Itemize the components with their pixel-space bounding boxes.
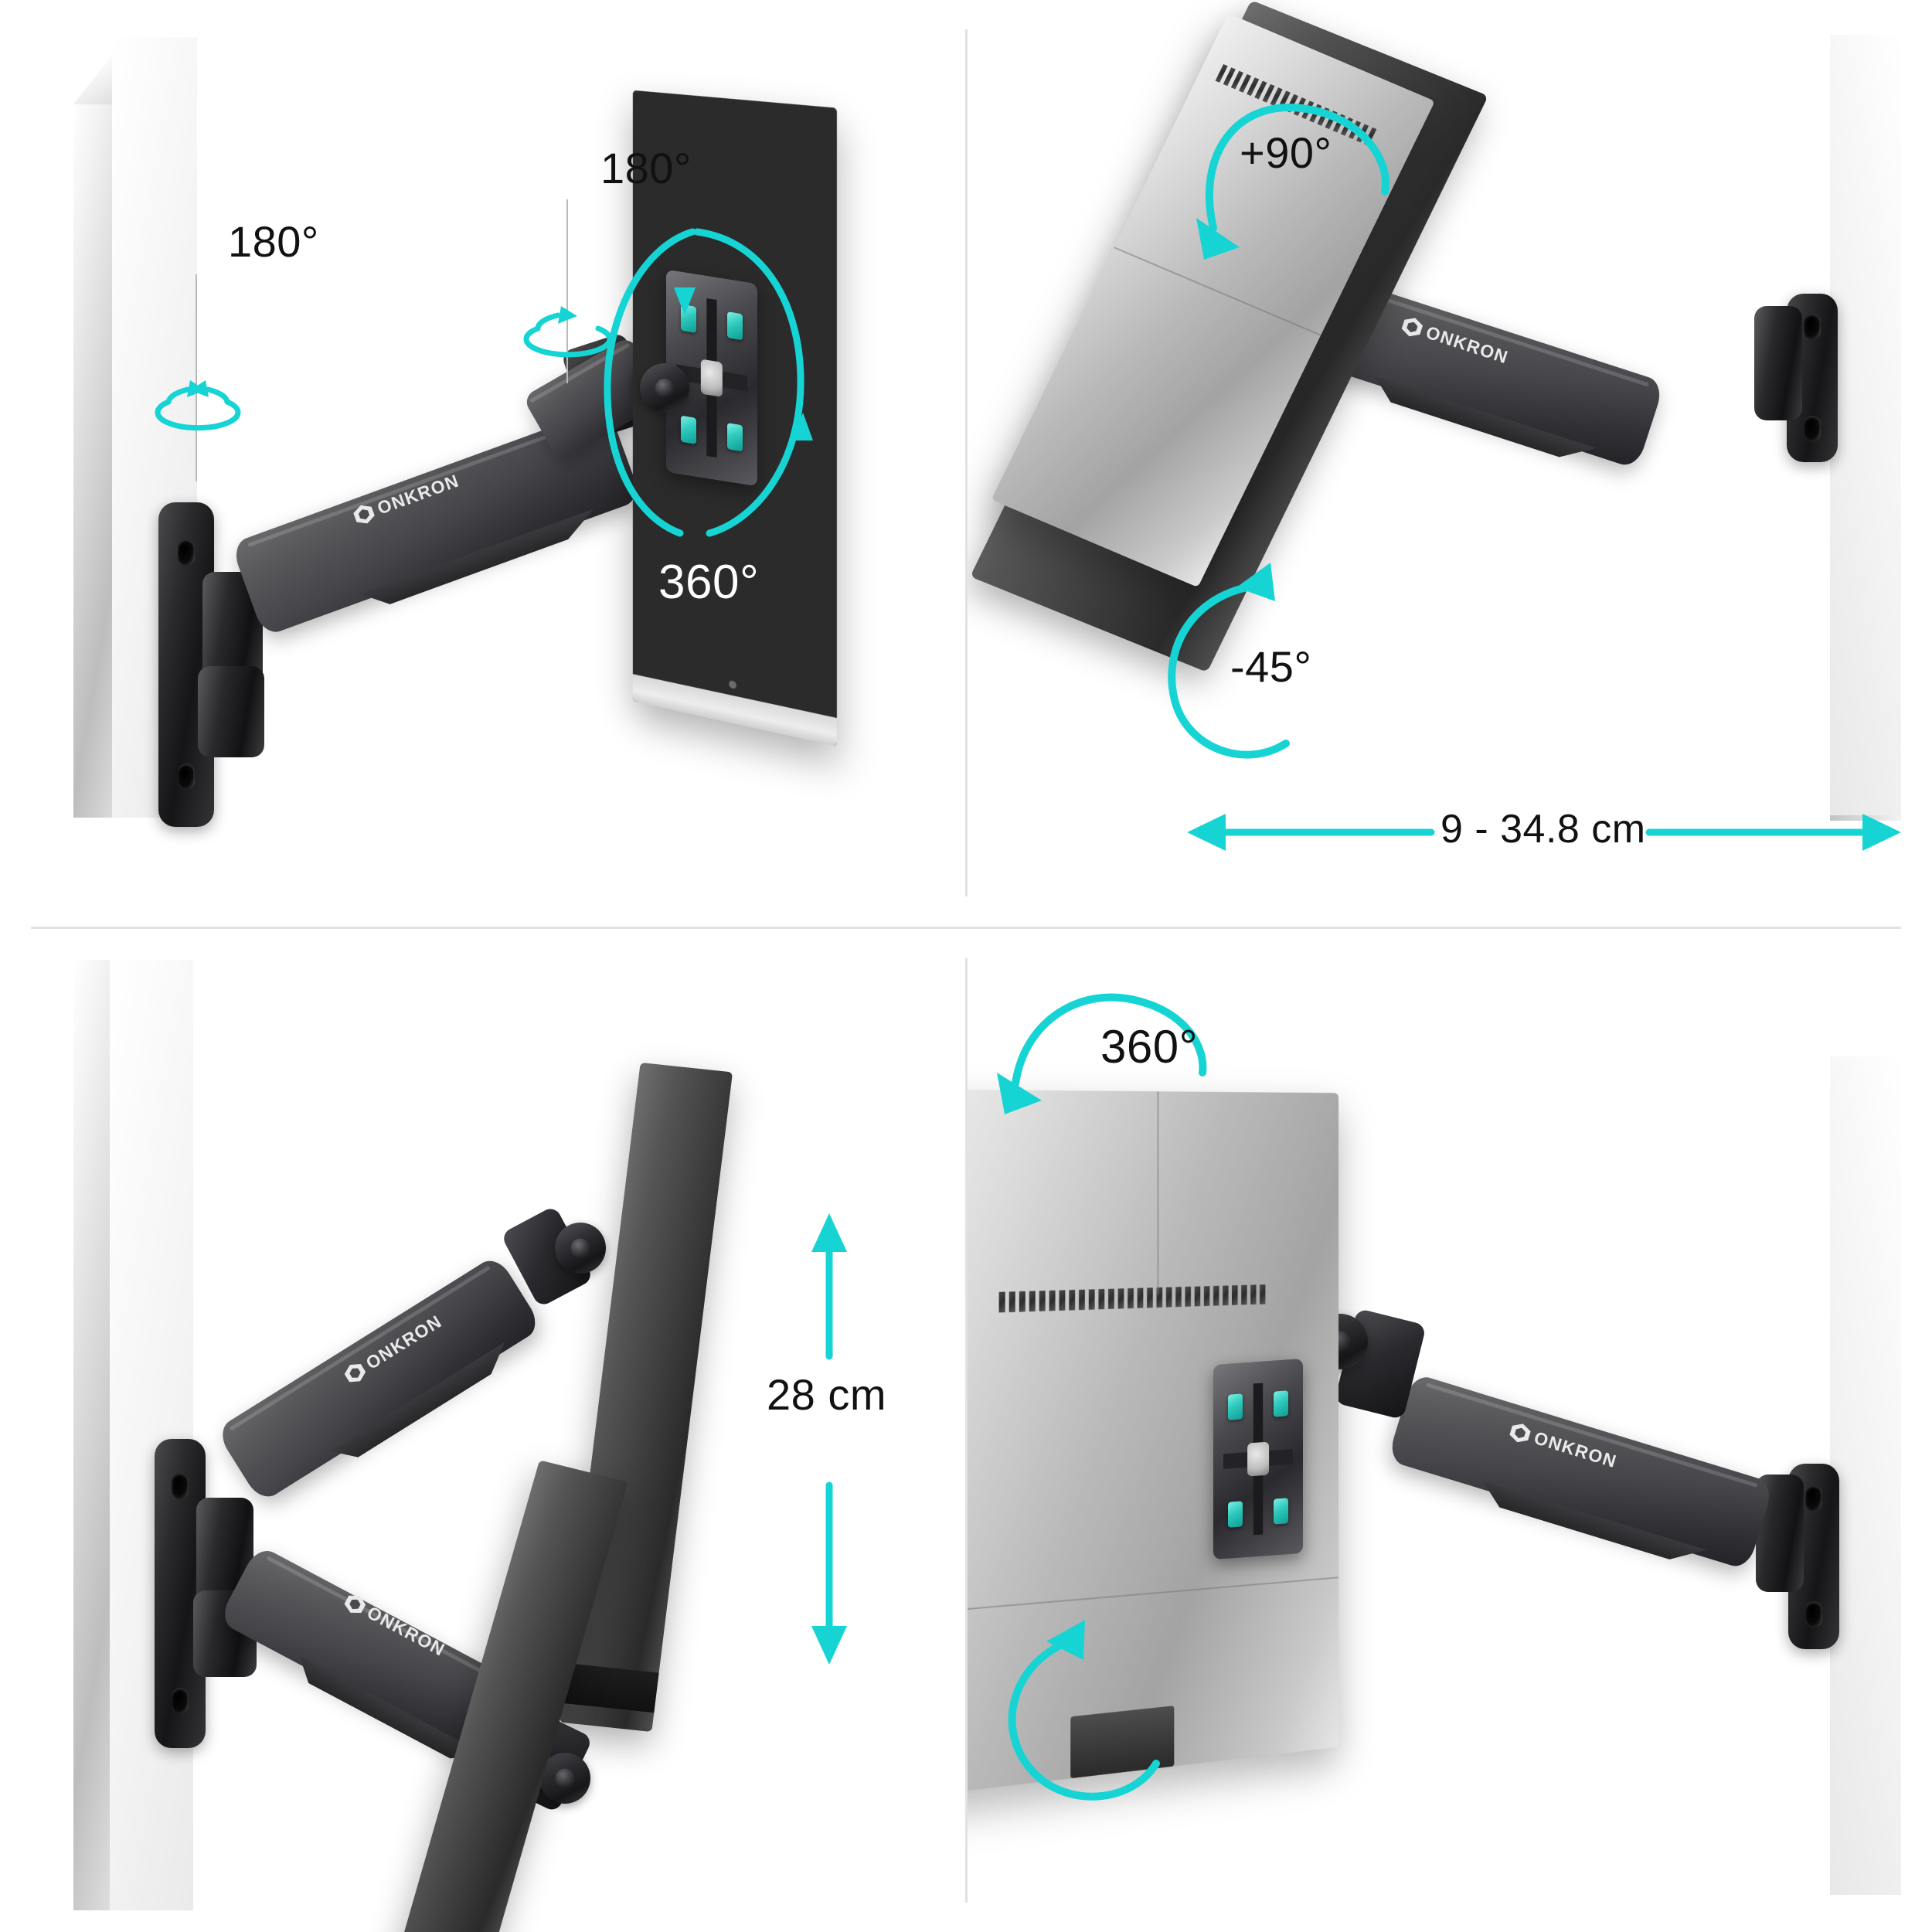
mount-hole xyxy=(1805,1485,1822,1512)
vesa-screw xyxy=(1274,1391,1289,1417)
screen-pivot-angle-label: 360° xyxy=(1100,1020,1198,1073)
screen-pivot-joint xyxy=(640,363,689,413)
swivel-collar xyxy=(1754,306,1802,420)
monitor-seam xyxy=(968,1577,1338,1614)
panel-tilt-extension: ONKRON xyxy=(968,0,1932,926)
swivel-collar-lower xyxy=(198,666,264,757)
monitor-seam xyxy=(1157,1091,1158,1294)
vesa-pivot-hub xyxy=(701,359,723,396)
panel-height: ONKRON ONKRON xyxy=(0,929,964,1932)
gas-spring-arm-raised xyxy=(215,1254,543,1504)
leader-line-wall-swivel xyxy=(196,274,197,481)
monitor-seam xyxy=(1114,247,1321,335)
vesa-screw xyxy=(1274,1498,1289,1524)
arm-underside xyxy=(1369,376,1597,468)
vesa-screw xyxy=(681,304,696,333)
mount-hole xyxy=(172,1688,189,1714)
mount-hole xyxy=(1805,1601,1822,1628)
tilt-down-angle-label: -45° xyxy=(1230,641,1311,692)
vesa-screw xyxy=(1228,1394,1243,1420)
vertical-double-arrow-icon xyxy=(811,1213,847,1665)
vesa-screw xyxy=(727,311,743,340)
onkron-hexagon-logo-icon xyxy=(1508,1421,1532,1445)
wall-swivel-angle-label: 180° xyxy=(228,216,319,267)
tilt-up-angle-label: +90° xyxy=(1240,128,1332,178)
joint-pin xyxy=(655,379,674,397)
wall-slab-face xyxy=(110,960,193,1910)
tilt-joint-raised xyxy=(555,1223,606,1274)
panel-rotation: ONKRON xyxy=(968,929,1932,1932)
mount-hole xyxy=(178,764,195,790)
gas-spring-arm xyxy=(1387,1373,1774,1571)
vesa-screw xyxy=(1228,1501,1243,1527)
joint-pin xyxy=(570,1238,590,1257)
wall-slab-face xyxy=(1830,1056,1901,1895)
joint-pin xyxy=(555,1768,574,1787)
screen-rotation-angle-label: 360° xyxy=(658,555,759,610)
vesa-pivot-hub xyxy=(1247,1442,1269,1477)
arm-underside xyxy=(360,509,601,613)
extension-range-label: 9 - 34.8 cm xyxy=(1440,806,1646,852)
mount-hole xyxy=(172,1473,189,1499)
vesa-screw xyxy=(727,423,743,451)
leader-line-arm-swivel xyxy=(566,199,568,383)
arm-swivel-angle-label: 180° xyxy=(600,143,692,193)
panel-swivel: ONKRON xyxy=(0,0,964,926)
vesa-plate xyxy=(1213,1359,1303,1560)
monitor-stand-recess xyxy=(1070,1706,1174,1778)
mount-hole xyxy=(1804,314,1821,340)
mount-hole xyxy=(1804,416,1821,442)
wall-slab-face xyxy=(1830,35,1901,815)
power-led-icon xyxy=(729,680,736,689)
monitor-raised xyxy=(560,1063,733,1732)
monitor-chin xyxy=(562,1663,659,1713)
mount-hole xyxy=(178,539,195,566)
arm-underside xyxy=(1477,1481,1706,1569)
height-adjustment-range-label: 28 cm xyxy=(767,1369,886,1420)
monitor-vent-strip xyxy=(999,1284,1266,1312)
vesa-screw xyxy=(681,416,696,444)
